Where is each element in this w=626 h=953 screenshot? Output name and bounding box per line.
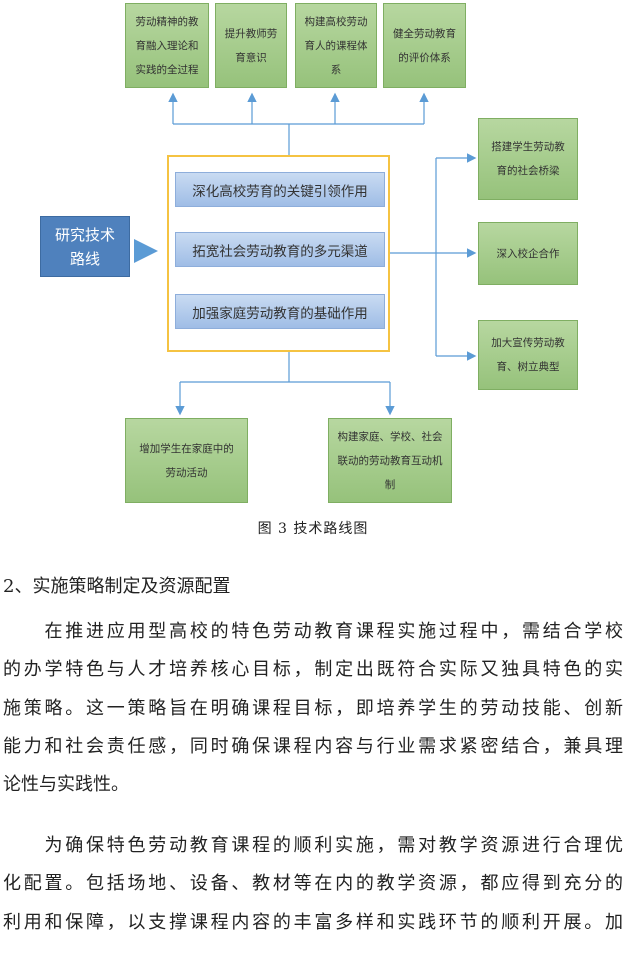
research-roadmap-box: 研究技术路线 [40,216,130,277]
bottom-box-1: 增加学生在家庭中的劳动活动 [125,418,248,503]
section-heading: 2、实施策略制定及资源配置 [3,576,231,597]
center-item-1: 深化高校劳育的关键引领作用 [175,172,385,207]
text-line: 论性与实践性。 [3,774,129,796]
technical-roadmap-diagram: 劳动精神的教育融入理论和实践的全过程 提升教师劳育意识 构建高校劳动育人的课程体… [40,3,578,537]
right-box-3: 加大宣传劳动教育、树立典型 [478,320,578,390]
center-item-2: 拓宽社会劳动教育的多元渠道 [175,232,385,267]
connector-lines [134,92,477,416]
right-box-1: 搭建学生劳动教育的社会桥梁 [478,118,578,200]
bottom-box-2: 构建家庭、学校、社会联动的劳动教育互动机制 [328,418,452,503]
text-line: 的办学特色与人才培养核心目标，制定出既符合实际又独具特色的实 [3,659,623,681]
text-line: 利用和保障，以支撑课程内容的丰富多样和实践环节的顺利开展。加 [3,911,623,933]
top-box-1: 劳动精神的教育融入理论和实践的全过程 [125,3,209,88]
text-line: 施策略。这一策略旨在明确课程目标，即培养学生的劳动技能、创新 [3,697,623,719]
center-item-3: 加强家庭劳动教育的基础作用 [175,294,385,329]
text-line: 在推进应用型高校的特色劳动教育课程实施过程中，需结合学校 [3,621,623,642]
text-line: 化配置。包括场地、设备、教材等在内的教学资源，都应得到充分的 [3,873,623,895]
paragraph-2: 为确保特色劳动教育课程的顺利实施，需对教学资源进行合理优 化配置。包括场地、设备… [3,827,623,942]
paragraph-1: 在推进应用型高校的特色劳动教育课程实施过程中，需结合学校 的办学特色与人才培养核… [3,613,623,804]
right-box-2: 深入校企合作 [478,222,578,285]
top-box-2: 提升教师劳育意识 [215,3,287,88]
top-box-3: 构建高校劳动育人的课程体系 [295,3,377,88]
figure-caption: 图 3 技术路线图 [257,521,369,537]
text-line: 为确保特色劳动教育课程的顺利实施，需对教学资源进行合理优 [3,835,623,856]
top-box-4: 健全劳动教育的评价体系 [383,3,466,88]
text-line: 能力和社会责任感，同时确保课程内容与行业需求紧密结合，兼具理 [3,735,623,757]
